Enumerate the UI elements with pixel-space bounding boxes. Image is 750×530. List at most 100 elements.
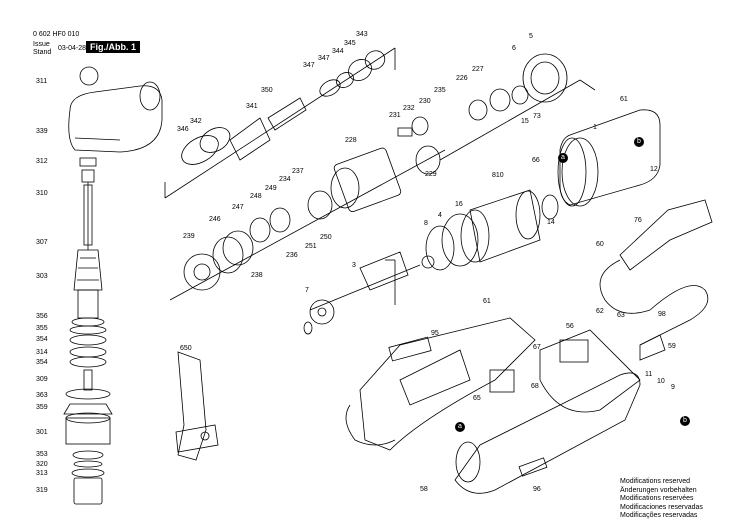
marker-b: b bbox=[680, 416, 690, 426]
part-number: 226 bbox=[456, 75, 468, 82]
part-number: 66 bbox=[532, 157, 540, 164]
part-number: 239 bbox=[183, 233, 195, 240]
part-number: 11 bbox=[645, 371, 653, 378]
part-number: 56 bbox=[566, 323, 574, 330]
part-number: 231 bbox=[389, 112, 401, 119]
part-number: 359 bbox=[36, 404, 48, 411]
modification-notes: Modifications reserved Änderungen vorbeh… bbox=[620, 478, 703, 521]
part-number: 229 bbox=[425, 171, 437, 178]
part-number: 320 bbox=[36, 461, 48, 468]
part-number: 810 bbox=[492, 172, 504, 179]
part-number: 235 bbox=[434, 87, 446, 94]
note-line: Änderungen vorbehalten bbox=[620, 486, 697, 494]
part-number: 58 bbox=[420, 486, 428, 493]
part-number: 345 bbox=[344, 40, 356, 47]
part-number: 12 bbox=[650, 166, 658, 173]
part-number: 344 bbox=[332, 48, 344, 55]
part-number: 339 bbox=[36, 128, 48, 135]
housing-half-right bbox=[454, 372, 641, 494]
housing-half-left bbox=[345, 317, 641, 451]
part-number: 68 bbox=[531, 383, 539, 390]
part-number: 4 bbox=[438, 212, 442, 219]
angle-head-gear-group bbox=[164, 47, 396, 199]
part-number: 15 bbox=[521, 118, 529, 125]
planetary-gear-group bbox=[169, 145, 446, 301]
part-number: 355 bbox=[36, 325, 48, 332]
part-number: 237 bbox=[292, 168, 304, 175]
part-number: 353 bbox=[36, 451, 48, 458]
part-number: 61 bbox=[483, 298, 491, 305]
part-number: 238 bbox=[251, 272, 263, 279]
part-number: 73 bbox=[533, 113, 541, 120]
left-spindle-assembly bbox=[63, 66, 163, 505]
part-number: 363 bbox=[36, 392, 48, 399]
part-number: 650 bbox=[180, 345, 192, 352]
part-number: 59 bbox=[668, 343, 676, 350]
part-number: 96 bbox=[533, 486, 541, 493]
part-number: 76 bbox=[634, 217, 642, 224]
part-number: 61 bbox=[620, 96, 628, 103]
part-number: 10 bbox=[657, 378, 665, 385]
marker-b: b bbox=[634, 137, 644, 147]
part-number: 350 bbox=[261, 87, 273, 94]
doc-number: 0 602 HF0 010 bbox=[33, 31, 80, 38]
part-number: 341 bbox=[246, 103, 258, 110]
part-number: 62 bbox=[596, 308, 604, 315]
part-number: 3 bbox=[352, 262, 356, 269]
part-number: 7 bbox=[305, 287, 309, 294]
part-number: 234 bbox=[279, 176, 291, 183]
part-number: 228 bbox=[345, 137, 357, 144]
stand-label: Stand bbox=[33, 49, 52, 56]
cable-group bbox=[599, 199, 713, 361]
part-number: 63 bbox=[617, 312, 625, 319]
part-number: 307 bbox=[36, 239, 48, 246]
note-line: Modificaciones reservadas bbox=[620, 503, 703, 511]
marker-a: a bbox=[455, 422, 465, 432]
part-number: 249 bbox=[265, 185, 277, 192]
part-number: 356 bbox=[36, 313, 48, 320]
part-number: 6 bbox=[512, 45, 516, 52]
part-number: 246 bbox=[209, 216, 221, 223]
part-number: 98 bbox=[658, 311, 666, 318]
part-number: 354 bbox=[36, 336, 48, 343]
part-number: 9 bbox=[671, 384, 675, 391]
part-number: 248 bbox=[250, 193, 262, 200]
part-number: 347 bbox=[303, 62, 315, 69]
part-number: 314 bbox=[36, 349, 48, 356]
part-number: 232 bbox=[403, 105, 415, 112]
part-number: 67 bbox=[533, 344, 541, 351]
part-number: 16 bbox=[455, 201, 463, 208]
note-line: Modifications reserved bbox=[620, 478, 691, 485]
belt-clip bbox=[175, 351, 219, 461]
part-number: 250 bbox=[320, 234, 332, 241]
part-number: 301 bbox=[36, 429, 48, 436]
part-number: 230 bbox=[419, 98, 431, 105]
issue-label: Issue bbox=[33, 41, 50, 48]
part-number: 14 bbox=[547, 219, 555, 226]
part-number: 310 bbox=[36, 190, 48, 197]
part-number: 309 bbox=[36, 376, 48, 383]
part-number: 65 bbox=[473, 395, 481, 402]
part-number: 346 bbox=[177, 126, 189, 133]
part-number: 1 bbox=[593, 124, 597, 131]
part-number: 347 bbox=[318, 55, 330, 62]
issue-date: 03-04-28 bbox=[58, 45, 87, 52]
part-number: 8 bbox=[424, 220, 428, 227]
part-number: 303 bbox=[36, 273, 48, 280]
part-number: 227 bbox=[472, 66, 484, 73]
note-line: Modificações reservadas bbox=[620, 512, 698, 519]
marker-a: a bbox=[558, 153, 568, 163]
part-number: 342 bbox=[190, 118, 202, 125]
part-number: 343 bbox=[356, 31, 368, 38]
part-number: 313 bbox=[36, 470, 48, 477]
part-number: 319 bbox=[36, 487, 48, 494]
motor-group bbox=[303, 109, 661, 335]
bearing-plate-group bbox=[397, 53, 596, 161]
figure-label: Fig./Abb. 1 bbox=[86, 41, 140, 53]
note-line: Modifications reservées bbox=[620, 495, 694, 502]
part-number: 312 bbox=[36, 158, 48, 165]
part-number: 251 bbox=[305, 243, 317, 250]
part-number: 95 bbox=[431, 330, 439, 337]
part-number: 247 bbox=[232, 204, 244, 211]
